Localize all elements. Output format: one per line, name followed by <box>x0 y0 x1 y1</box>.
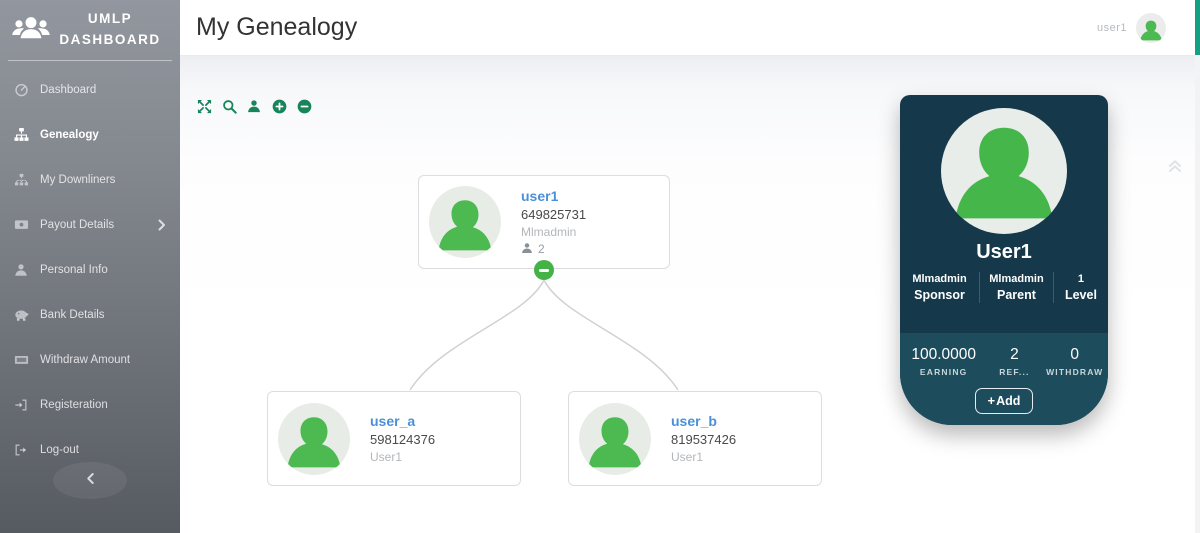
member-detail-card: User1 Mlmadmin Sponsor Mlmadmin Parent 1… <box>900 95 1108 425</box>
brand-title: UMLP DASHBOARD <box>59 11 161 47</box>
person-count-icon <box>521 242 533 257</box>
sidebar-item-withdraw-amount[interactable]: Withdraw Amount <box>0 337 180 382</box>
add-member-button[interactable]: + Add <box>974 388 1034 414</box>
parent-column: Mlmadmin Parent <box>979 272 1054 303</box>
sidebar-menu: Dashboard Genealogy My Downliners Payout… <box>0 61 180 472</box>
sidebar-item-label: Bank Details <box>40 308 105 321</box>
sidebar-item-label: Genealogy <box>40 128 99 141</box>
header-username: user1 <box>1096 21 1127 34</box>
page-title: My Genealogy <box>196 13 358 41</box>
detail-card-top: User1 Mlmadmin Sponsor Mlmadmin Parent 1… <box>900 108 1108 333</box>
sidebar-item-label: Withdraw Amount <box>40 353 131 366</box>
referrals-stat: 2 REF... <box>987 346 1041 377</box>
person-silhouette-icon <box>941 108 1067 234</box>
node-sponsor: User1 <box>370 450 403 464</box>
node-sponsor: User1 <box>671 450 704 464</box>
collapse-node-button[interactable] <box>534 260 554 280</box>
person-silhouette-icon <box>579 402 651 475</box>
sponsor-label: Sponsor <box>914 288 965 302</box>
node-sponsor: Mlmadmin <box>521 224 577 239</box>
sidebar-collapse-button[interactable] <box>53 462 127 499</box>
expand-arrows-icon[interactable] <box>196 98 212 114</box>
detail-card-columns: Mlmadmin Sponsor Mlmadmin Parent 1 Level <box>900 272 1108 303</box>
brand: UMLP DASHBOARD <box>0 0 180 60</box>
sidebar-item-my-downliners[interactable]: My Downliners <box>0 157 180 202</box>
tree-node-child-a[interactable]: user_a 598124376 User1 <box>267 391 521 486</box>
detail-card-stats: 100.0000 EARNING 2 REF... 0 WITHDRAW + A… <box>900 333 1108 425</box>
add-person-icon[interactable] <box>246 98 262 114</box>
scroll-to-top-icon[interactable] <box>1166 157 1184 175</box>
sign-in-icon <box>14 398 31 412</box>
tree-node-root[interactable]: user1 649825731 Mlmadmin 2 <box>418 175 670 269</box>
parent-value: Mlmadmin <box>989 273 1044 285</box>
sidebar-item-genealogy[interactable]: Genealogy <box>0 112 180 157</box>
network-icon <box>14 172 31 187</box>
node-info: user_a 598124376 User1 <box>370 413 435 464</box>
parent-label: Parent <box>997 288 1036 302</box>
sidebar-item-personal-info[interactable]: Personal Info <box>0 247 180 292</box>
node-info: user_b 819537426 User1 <box>671 413 736 464</box>
user-icon <box>14 263 31 277</box>
sidebar-item-registeration[interactable]: Registeration <box>0 382 180 427</box>
withdraw-value: 0 <box>1070 346 1080 363</box>
earning-label: EARNING <box>919 367 968 377</box>
search-icon[interactable] <box>221 98 237 114</box>
money-icon <box>14 352 31 367</box>
stats-row: 100.0000 EARNING 2 REF... 0 WITHDRAW <box>900 346 1108 377</box>
plus-icon: + <box>987 393 996 408</box>
sidebar-item-label: Dashboard <box>40 83 97 96</box>
sidebar-item-log-out[interactable]: Log-out <box>0 427 180 472</box>
scrollbar-thumb[interactable] <box>1195 0 1200 55</box>
users-icon <box>12 15 50 45</box>
sidebar: UMLP DASHBOARD Dashboard Genealogy <box>0 0 180 533</box>
header: My Genealogy user1 <box>180 0 1200 56</box>
sitemap-icon <box>14 127 31 142</box>
scrollbar-track[interactable] <box>1195 0 1200 533</box>
sidebar-item-label: Payout Details <box>40 218 115 231</box>
minus-circle-icon[interactable] <box>296 98 312 114</box>
earning-stat: 100.0000 EARNING <box>900 346 987 377</box>
withdraw-stat: 0 WITHDRAW <box>1041 346 1108 377</box>
node-children-count: 2 <box>521 242 586 257</box>
level-value: 1 <box>1077 273 1084 285</box>
tachometer-icon <box>14 82 31 97</box>
sponsor-column: Mlmadmin Sponsor <box>900 272 979 303</box>
divider <box>8 60 172 61</box>
level-label: Level <box>1064 288 1097 302</box>
tree-node-child-b[interactable]: user_b 819537426 User1 <box>568 391 822 486</box>
earning-value: 100.0000 <box>911 346 976 363</box>
detail-card-name: User1 <box>976 241 1032 263</box>
node-id: 598124376 <box>370 432 436 447</box>
node-id: 819537426 <box>671 432 737 447</box>
sidebar-item-bank-details[interactable]: Bank Details <box>0 292 180 337</box>
payout-bill-icon <box>14 217 31 232</box>
node-info: user1 649825731 Mlmadmin 2 <box>521 188 586 257</box>
node-username-link[interactable]: user_b <box>671 413 717 429</box>
piggy-bank-icon <box>14 307 31 322</box>
sign-out-icon <box>14 443 31 457</box>
node-username-link[interactable]: user1 <box>521 187 559 204</box>
person-silhouette-icon <box>278 402 350 475</box>
sidebar-item-label: Log-out <box>40 443 80 456</box>
sidebar-item-dashboard[interactable]: Dashboard <box>0 67 180 112</box>
sidebar-item-label: My Downliners <box>40 173 116 186</box>
node-username-link[interactable]: user_a <box>370 413 416 429</box>
person-silhouette-icon <box>429 186 501 258</box>
tree-toolbar <box>196 98 312 114</box>
chevron-left-icon <box>86 472 95 490</box>
chevron-right-icon <box>158 219 166 231</box>
withdraw-label: WITHDRAW <box>1046 367 1104 377</box>
sidebar-item-label: Personal Info <box>40 263 108 276</box>
sponsor-value: Mlmadmin <box>912 273 967 285</box>
plus-circle-icon[interactable] <box>271 98 287 114</box>
genealogy-canvas: user1 649825731 Mlmadmin 2 user_a 598124… <box>180 56 1200 533</box>
referrals-label: REF... <box>999 367 1030 377</box>
referrals-value: 2 <box>1010 346 1019 363</box>
header-user-area: user1 <box>1096 12 1166 43</box>
user-avatar[interactable] <box>1136 12 1166 43</box>
sidebar-item-label: Registeration <box>40 398 108 411</box>
sidebar-item-payout-details[interactable]: Payout Details <box>0 202 180 247</box>
level-column: 1 Level <box>1054 272 1108 303</box>
node-id: 649825731 <box>521 206 587 222</box>
